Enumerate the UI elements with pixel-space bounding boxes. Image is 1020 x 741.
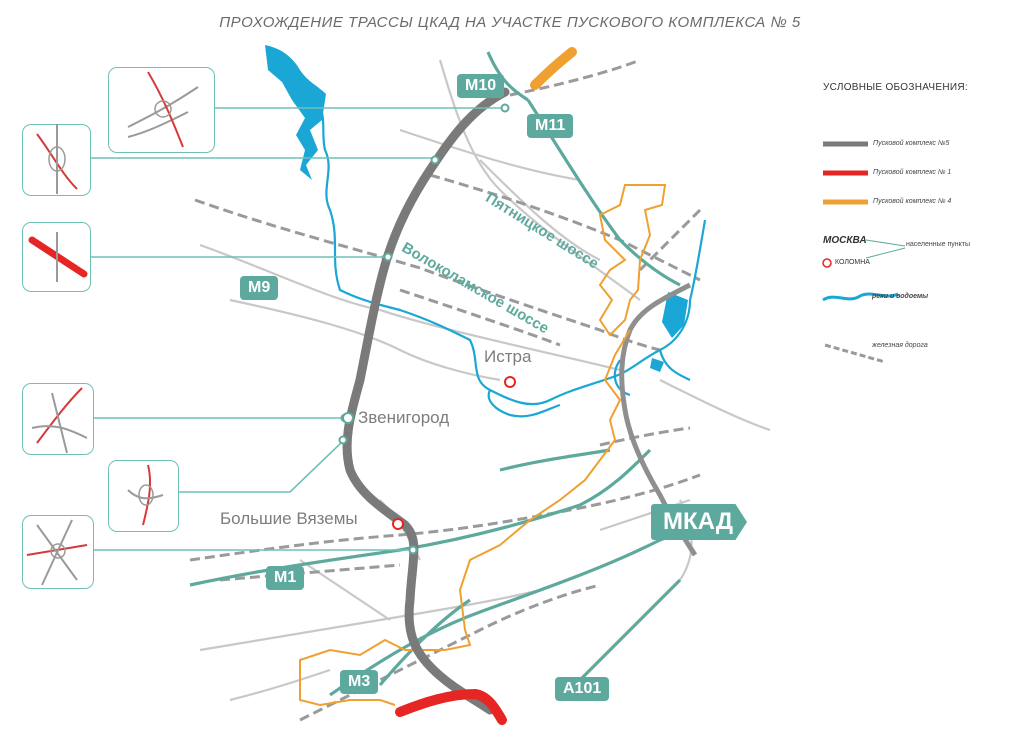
interchange-icon [430,155,440,165]
lake [662,292,688,338]
legend-complex5: Пусковой комплекс №5 [873,140,950,147]
interchange-inset-6[interactable] [22,515,94,589]
legend-complex4: Пусковой комплекс № 4 [873,198,952,205]
reservoir [265,45,326,180]
legend-kolomna: КОЛОМНА [835,259,870,266]
complex4-zone-south [299,329,631,707]
town-marker-icon [342,412,354,424]
road-shield-a101: А101 [555,677,610,701]
town-label-bolshie-vyazemy: Большие Вяземы [220,509,358,528]
interchange-inset-3[interactable] [22,222,91,292]
route-complex5 [342,87,510,715]
minor-roads [199,59,771,702]
legend-railway: железная дорога [872,342,928,349]
inset-connectors [90,107,505,551]
legend-moskva: МОСКВА [823,235,867,246]
route-complex4 [530,47,577,90]
road-shield-m10: М10 [457,74,505,98]
town-label-istra: Истра [484,347,532,366]
town-label-zvenigorod: Звенигород [358,408,450,427]
interchange-icon [500,103,510,113]
road-shield-m1: М1 [266,566,305,590]
route-complex1 [395,688,507,725]
legend-complex1: Пусковой комплекс № 1 [873,169,952,176]
legend-title: УСЛОВНЫЕ ОБОЗНАЧЕНИЯ: [823,82,968,93]
interchange-inset-5[interactable] [108,460,179,532]
interchange-inset-4[interactable] [22,383,94,455]
interchange-icon [338,435,348,445]
complex4-zone-north [598,184,667,337]
interchange-inset-2[interactable] [22,124,91,196]
interchange-inset-1[interactable] [108,67,215,153]
map-title: ПРОХОЖДЕНИЕ ТРАССЫ ЦКАД НА УЧАСТКЕ ПУСКО… [219,14,801,31]
road-shield-mkad: МКАД [651,504,747,540]
railways [189,58,702,722]
road-shield-m3: М3 [340,670,379,694]
town-marker-icon [504,376,516,388]
road-shield-m11: М11 [527,114,574,138]
legend-symbols [822,141,906,364]
rivers [269,49,707,418]
legend-rivers: реки и водоемы [872,293,929,300]
interchange-icon [408,545,418,555]
pond [650,358,664,372]
road-shield-m9: М9 [240,276,279,300]
town-marker-icon [392,518,404,530]
interchange-icon [383,252,393,262]
legend-settlements: населенные пункты [906,241,971,248]
